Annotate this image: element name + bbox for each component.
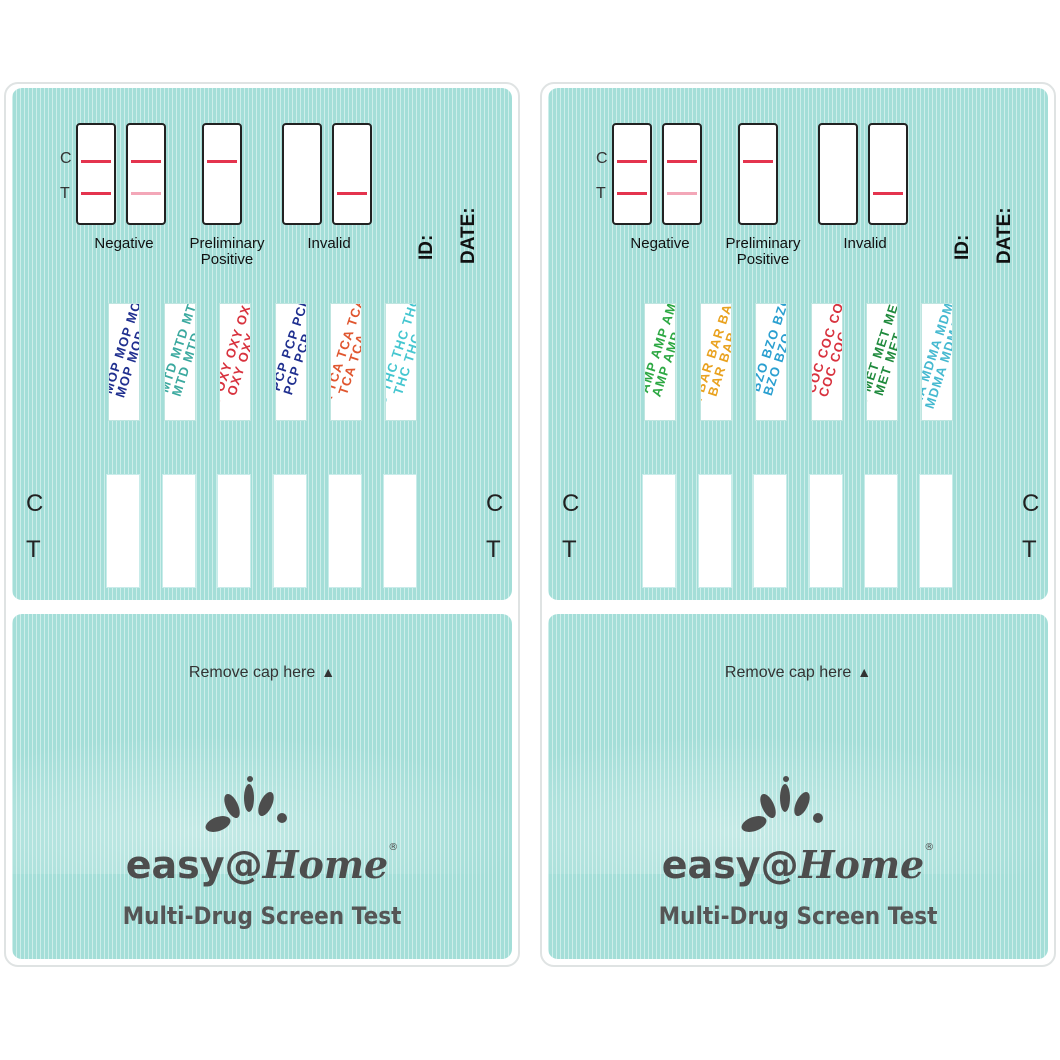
result-window-4 <box>809 474 843 588</box>
brand-logo: easy@Home® <box>12 842 512 887</box>
remove-cap-text: Remove cap here <box>724 664 852 681</box>
results-panel: C T Negative Preliminary Positive Invali… <box>12 88 512 600</box>
left-t-label: T <box>562 536 577 563</box>
drug-strip-2: MTD MTD MTD MTD MTD MTD <box>164 303 196 421</box>
legend-preliminary-caption: Preliminary <box>189 235 265 252</box>
legend-c-label: C <box>60 150 72 167</box>
cap-panel[interactable]: Remove cap here ▲ easy@Home® Multi-Drug S… <box>12 614 512 959</box>
left-c-label: C <box>562 490 580 517</box>
drug-strip-code: BAR BAR BAR BAR BAR BAR <box>700 303 732 421</box>
test-card-right: C T Negative Preliminary Positive Invali… <box>540 82 1056 967</box>
drug-strip-code: BZO BZO BZO BZO BZO BZO <box>755 303 787 421</box>
drug-strip-5: MET MET MET MET MET MET <box>866 303 898 421</box>
splash-logo-icon <box>741 776 823 832</box>
registered-mark: ® <box>924 842 935 853</box>
legend-c-label: C <box>596 150 608 167</box>
legend-invalid-caption: Invalid <box>843 235 887 252</box>
drug-strip-code: COC COC COC COC COC COC <box>811 303 843 421</box>
legend-window-positive <box>738 123 778 225</box>
legend-window-invalid-2 <box>868 123 908 225</box>
legend-window-negative-2 <box>126 123 166 225</box>
legend-t-label: T <box>60 185 70 202</box>
right-c-label: C <box>1022 490 1040 517</box>
brand-logo: easy@Home® <box>548 842 1048 887</box>
brand-easy: easy@ <box>661 843 799 887</box>
right-t-label: T <box>1022 536 1037 563</box>
splash-logo-icon <box>205 776 287 832</box>
legend-negative-caption: Negative <box>630 235 690 252</box>
test-card-left: C T Negative Preliminary Positive Invali… <box>4 82 520 967</box>
up-arrow-icon: ▲ <box>321 664 336 680</box>
remove-cap-instruction: Remove cap here ▲ <box>12 664 512 682</box>
product-name: Multi-Drug Screen Test <box>122 902 402 930</box>
cap-panel[interactable]: Remove cap here ▲ easy@Home® Multi-Drug S… <box>548 614 1048 959</box>
legend-window-invalid-1 <box>282 123 322 225</box>
result-window-5 <box>864 474 898 588</box>
drug-strip-4: COC COC COC COC COC COC <box>811 303 843 421</box>
result-window-6 <box>919 474 953 588</box>
brand-easy: easy@ <box>125 843 263 887</box>
id-label: ID: <box>416 234 437 260</box>
drug-strip-code: MTD MTD MTD MTD MTD MTD <box>164 303 196 421</box>
drug-strip-code: THC THC THC THC THC THC <box>385 303 417 421</box>
legend-window-invalid-1 <box>818 123 858 225</box>
legend-positive-caption: Positive <box>736 251 790 268</box>
drug-strip-5: TCA TCA TCA TCA TCA TCA <box>330 303 362 421</box>
drug-strip-code: AMP AMP AMP AMP AMP AMP <box>644 303 676 421</box>
legend-preliminary-caption: Preliminary <box>725 235 801 252</box>
date-label: DATE: <box>458 207 479 264</box>
legend-window-negative-1 <box>612 123 652 225</box>
right-t-label: T <box>486 536 501 563</box>
drug-strip-6: THC THC THC THC THC THC <box>385 303 417 421</box>
legend-positive-caption: Positive <box>200 251 254 268</box>
registered-mark: ® <box>388 842 399 853</box>
drug-strip-6: MDMA MDMA MDMA MDMA MDMA <box>921 303 953 421</box>
brand-home: Home <box>798 842 925 887</box>
result-window-5 <box>328 474 362 588</box>
legend-invalid-caption: Invalid <box>307 235 351 252</box>
drug-strip-3: BZO BZO BZO BZO BZO BZO <box>755 303 787 421</box>
result-window-4 <box>273 474 307 588</box>
remove-cap-instruction: Remove cap here ▲ <box>548 664 1048 682</box>
drug-strip-code: OXY OXY OXY OXY OXY OXY <box>219 303 251 421</box>
legend-negative-caption: Negative <box>94 235 154 252</box>
drug-strip-2: BAR BAR BAR BAR BAR BAR <box>700 303 732 421</box>
remove-cap-text: Remove cap here <box>188 664 316 681</box>
drug-strip-code: MET MET MET MET MET MET <box>866 303 898 421</box>
drug-strip-code: MOP MOP MOP MOP MOP MOP <box>108 303 140 421</box>
legend-window-positive <box>202 123 242 225</box>
brand-home: Home <box>262 842 389 887</box>
drug-strip-code: PCP PCP PCP PCP PCP PCP <box>275 303 307 421</box>
drug-strip-4: PCP PCP PCP PCP PCP PCP <box>275 303 307 421</box>
left-c-label: C <box>26 490 44 517</box>
result-window-1 <box>106 474 140 588</box>
result-window-3 <box>753 474 787 588</box>
up-arrow-icon: ▲ <box>857 664 872 680</box>
drug-strip-3: OXY OXY OXY OXY OXY OXY <box>219 303 251 421</box>
result-window-3 <box>217 474 251 588</box>
id-label: ID: <box>952 234 973 260</box>
drug-strip-code: TCA TCA TCA TCA TCA TCA <box>330 303 362 421</box>
right-c-label: C <box>486 490 504 517</box>
drug-strip-1: MOP MOP MOP MOP MOP MOP <box>108 303 140 421</box>
legend-window-negative-1 <box>76 123 116 225</box>
result-window-6 <box>383 474 417 588</box>
date-label: DATE: <box>994 207 1015 264</box>
legend-t-label: T <box>596 185 606 202</box>
result-window-2 <box>162 474 196 588</box>
legend-window-negative-2 <box>662 123 702 225</box>
product-name: Multi-Drug Screen Test <box>658 902 938 930</box>
left-t-label: T <box>26 536 41 563</box>
legend-window-invalid-2 <box>332 123 372 225</box>
drug-strip-code: MDMA MDMA MDMA MDMA MDMA <box>921 303 953 421</box>
results-panel: C T Negative Preliminary Positive Invali… <box>548 88 1048 600</box>
result-window-1 <box>642 474 676 588</box>
drug-strip-1: AMP AMP AMP AMP AMP AMP <box>644 303 676 421</box>
result-window-2 <box>698 474 732 588</box>
